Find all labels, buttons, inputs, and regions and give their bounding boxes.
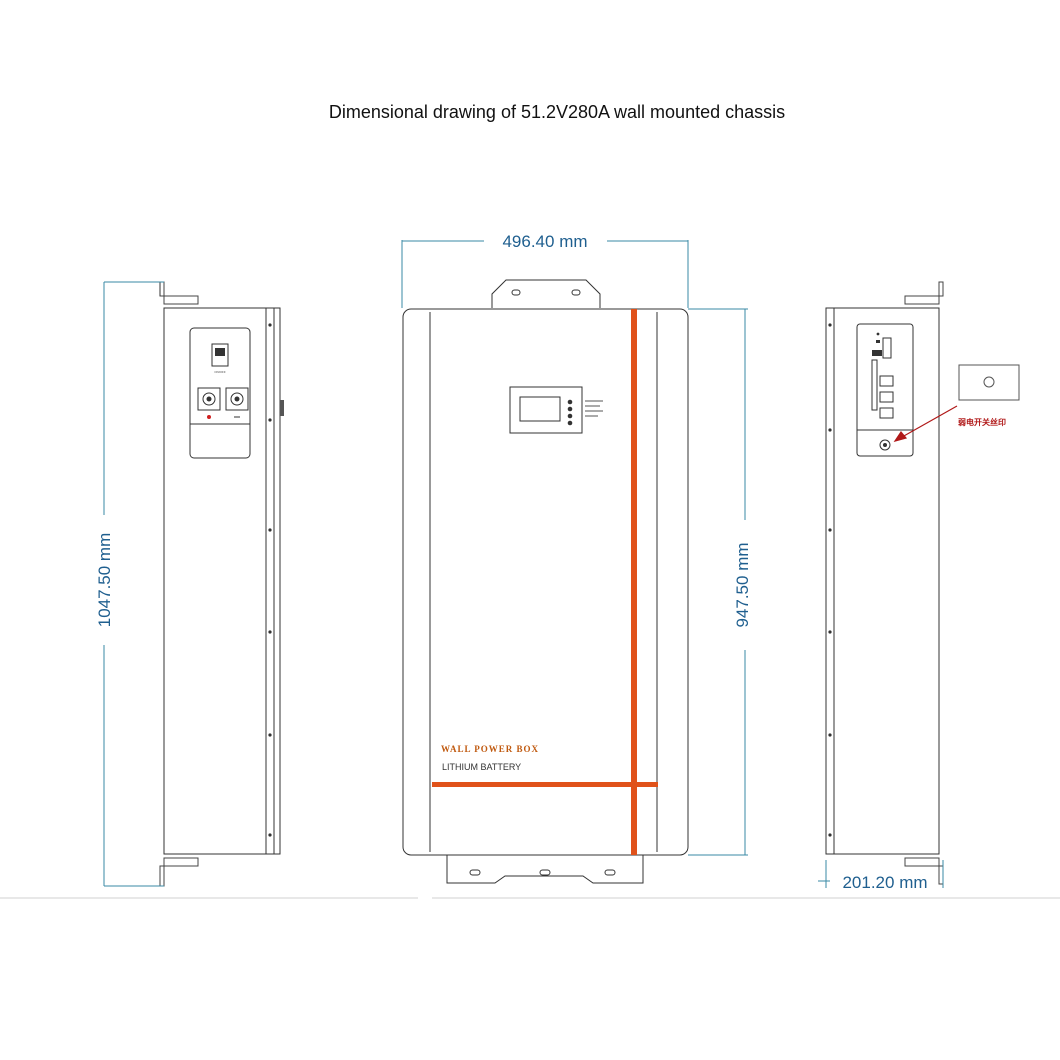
rj45-port-icon [879, 407, 894, 419]
lcd-display-module [509, 386, 583, 434]
power-button-icon [879, 439, 891, 451]
right-side-rivets [828, 323, 832, 837]
display-buttons [567, 399, 573, 426]
positive-terminal-icon [207, 415, 211, 419]
dip-switch-icon [882, 337, 892, 359]
product-subtitle: LITHIUM BATTERY [442, 762, 521, 772]
comms-indicators [872, 332, 882, 356]
switch-label: ON/OFF [214, 370, 225, 374]
callout-arrow [893, 405, 958, 443]
lcd-screen [519, 396, 561, 422]
callout-note: 弱电开关丝印 [958, 417, 1006, 427]
breaker-switch-icon [211, 343, 229, 367]
bottom-mount-bracket [159, 857, 199, 887]
right-top-mount-bracket [904, 281, 944, 305]
body-height-label: 947.50 mm [733, 542, 752, 627]
bottom-foot-bracket [446, 855, 644, 884]
left-side-body [163, 307, 281, 855]
top-hanger-bracket [491, 279, 601, 308]
front-body [402, 308, 689, 856]
depth-label: 201.20 mm [842, 873, 927, 892]
top-mount-bracket [159, 281, 199, 305]
front-view [402, 279, 689, 884]
port-label-strip [871, 359, 878, 411]
right-side-body [825, 307, 940, 855]
drawing-title: Dimensional drawing of 51.2V280A wall mo… [329, 102, 785, 122]
total-height-dimension [103, 281, 164, 887]
total-height-label: 1047.50 mm [95, 533, 114, 628]
body-height-dimension [688, 308, 748, 856]
side-rivets [268, 323, 272, 837]
brand-label: WALL POWER BOX [441, 744, 539, 754]
comms-panel [856, 323, 914, 457]
vertical-accent-stripe [631, 309, 637, 855]
right-side-view [825, 281, 944, 885]
depth-dimension [818, 860, 944, 888]
vent-lines [585, 400, 603, 417]
rj45-port-icon [879, 391, 894, 403]
horizontal-accent-stripe [432, 782, 658, 787]
left-side-view: ON/OFF [159, 281, 284, 887]
rj45-port-icon [879, 375, 894, 387]
terminal-connectors [197, 387, 249, 411]
front-width-label: 496.40 mm [502, 232, 587, 251]
switch-detail-inset [958, 364, 1020, 401]
front-width-dimension [401, 240, 689, 308]
side-control-panel [189, 327, 251, 459]
